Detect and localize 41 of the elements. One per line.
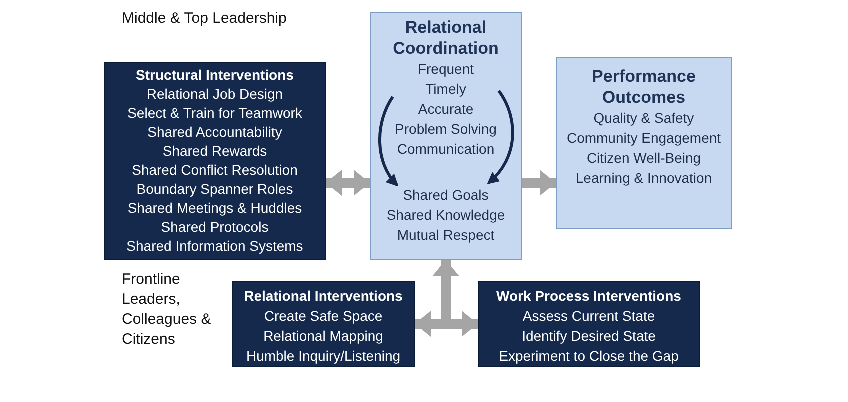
group-label: Frontline Leaders, Colleagues & Citizens [122, 270, 212, 350]
list-item: Community Engagement [566, 129, 722, 148]
box-heading: Relational Interventions [244, 287, 403, 306]
list-item: Problem Solving [395, 120, 497, 139]
list-item: Shared Goals [403, 186, 489, 205]
process-box [478, 281, 700, 367]
box-heading: Structural Interventions [136, 66, 294, 85]
process-box [104, 62, 326, 260]
group-label: Middle & Top Leadership [122, 9, 288, 29]
box-heading: Relational Coordination [392, 17, 500, 59]
list-item: Relational Job Design [146, 85, 284, 104]
list-item: Humble Inquiry/Listening [246, 347, 401, 366]
list-item: Shared Protocols [161, 218, 269, 237]
list-item: Relational Mapping [264, 327, 384, 346]
arrow [522, 170, 556, 196]
list-item: Accurate [418, 100, 474, 119]
list-item: Shared Knowledge [386, 206, 506, 225]
list-item: Mutual Respect [397, 226, 495, 245]
list-item: Quality & Safety [594, 109, 694, 128]
list-item: Shared Rewards [162, 142, 268, 161]
list-item: Timely [426, 80, 466, 99]
list-item: Identify Desired State [522, 327, 656, 346]
list-item: Shared Information Systems [126, 237, 304, 256]
box-heading: Work Process Interventions [496, 287, 682, 306]
process-box [556, 57, 732, 229]
list-item: Communication [397, 140, 495, 159]
box-heading: Performance Outcomes [591, 66, 697, 108]
list-item: Citizen Well-Being [586, 149, 702, 168]
list-item: Frequent [418, 60, 474, 79]
process-box [370, 12, 522, 260]
list-item: Assess Current State [522, 307, 656, 326]
process-box [232, 281, 415, 367]
list-item: Experiment to Close the Gap [499, 347, 679, 366]
list-item: Select & Train for Teamwork [128, 104, 302, 123]
list-item: Boundary Spanner Roles [136, 180, 294, 199]
arrow [326, 170, 370, 196]
list-item: Create Safe Space [264, 307, 383, 326]
list-item: Shared Conflict Resolution [132, 161, 298, 180]
list-item: Learning & Innovation [576, 169, 712, 188]
list-item: Shared Accountability [148, 123, 282, 142]
list-item: Shared Meetings & Huddles [128, 199, 302, 218]
